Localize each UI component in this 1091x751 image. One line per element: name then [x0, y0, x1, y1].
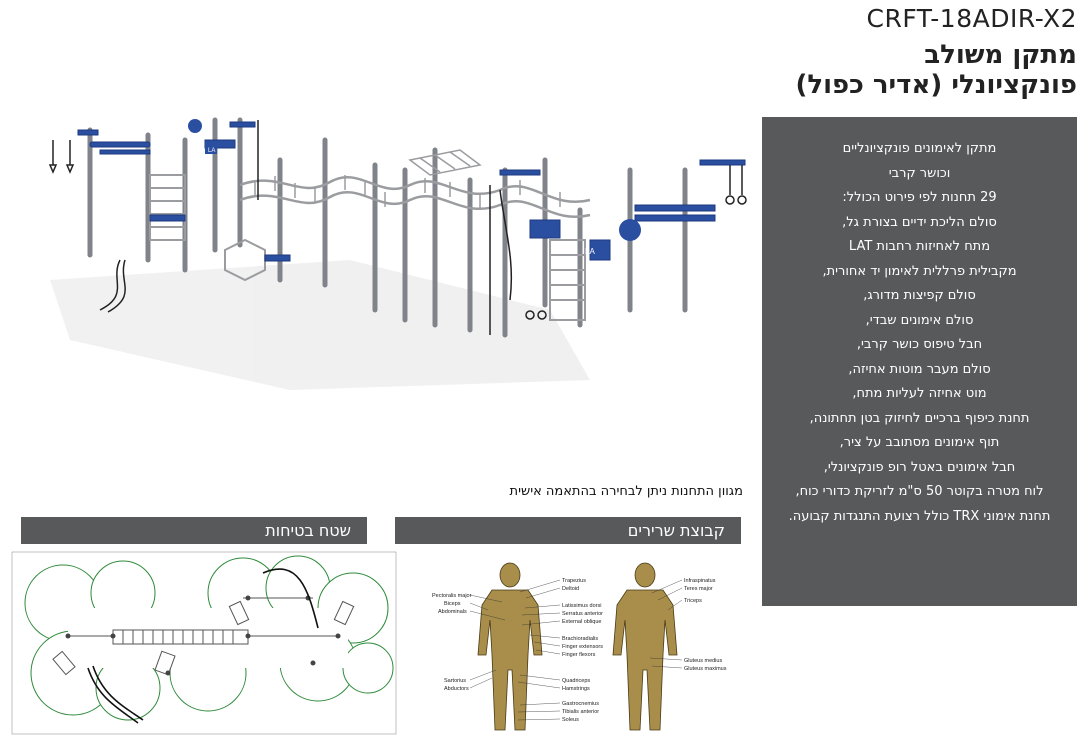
spec-line: סולם אימונים שבדי, [865, 312, 974, 328]
spec-line: תוף אימונים מסתובב על ציר, [839, 435, 1000, 450]
spec-line: חבל טיפוס כושר קרבי, [856, 337, 983, 352]
front-body [477, 562, 543, 731]
muscle-label: Hamstrings [562, 686, 590, 692]
spec-line: מתקן לאימונים פונקציונליים [842, 141, 997, 156]
spec-line: תחנת כיפוף ברכיים לחיזוק בטן תחתונה, [809, 410, 1030, 426]
muscle-label: Infraspinatus [684, 578, 716, 584]
muscle-label: Soleus [562, 717, 579, 723]
spec-line: תחנת אימוני TRX כולל רצועת התנגדות קבועה… [788, 508, 1051, 524]
back-body [612, 562, 678, 731]
muscle-groups-heading: קבוצת שרירים [395, 517, 741, 544]
safety-plan-drawing [11, 551, 397, 735]
muscle-label: Teres major [684, 586, 713, 592]
station-sign-label: LA [585, 247, 595, 256]
station-sign-label: LA [208, 148, 215, 154]
muscle-label: Gluteus medius [684, 658, 722, 664]
muscle-label: Latissimus dorsi [562, 603, 601, 609]
muscle-label: Brachioradialis [562, 636, 598, 642]
muscle-label: Serratus anterior [562, 611, 603, 617]
product-image: LA LA [30, 110, 760, 400]
customization-note: מגוון התחנות ניתן לבחירה בהתאמה אישית [509, 484, 743, 499]
spec-line: סולם קפיצות מדורג, [863, 288, 976, 303]
muscle-label: Pectoralis major [432, 593, 472, 599]
muscle-label: Gluteus maximus [684, 666, 727, 672]
muscle-label: Abductors [444, 686, 469, 692]
safety-area-heading: שטח בטיחות [21, 517, 367, 544]
muscle-label: Trapezius [562, 578, 586, 584]
muscle-label: Tibialis anterior [562, 709, 599, 715]
muscle-label: Finger extensors [562, 644, 603, 650]
anatomy-figures: Trapezius Deltoid Pectoralis major Bicep… [432, 562, 727, 731]
spec-line: מקבילית פרללית לאימון יד אחורית, [822, 263, 1017, 279]
spec-line: לוח מטרה בקוטר 50 ס"מ לזריקת כדורי כוח, [795, 484, 1044, 499]
muscle-label: Abdominals [438, 609, 467, 615]
spec-line: מוט אחיזה לעליות מתח, [852, 386, 987, 401]
spec-line: וכושר קרבי [888, 165, 951, 181]
product-code: CRFT-18ADIR-X2 [866, 4, 1077, 33]
spec-line: סולם מעבר מוטות אחיזה, [848, 361, 991, 377]
spec-line: מתח לאחיזות רחבות LAT [848, 239, 991, 254]
spec-line: חבל אימונים באטל רופ פונקציונלי, [823, 459, 1016, 475]
muscle-anatomy: Trapezius Deltoid Pectoralis major Bicep… [430, 560, 740, 740]
specs-panel: מתקן לאימונים פונקציונליים וכושר קרבי 29… [762, 117, 1077, 606]
product-subtitle: פונקציונלי (אדיר כפול) [795, 70, 1077, 100]
muscle-label: Finger flexors [562, 652, 596, 658]
safety-area-plan [8, 548, 400, 738]
muscle-label: Triceps [684, 598, 702, 604]
spec-line: סולם הליכת ידיים בצורת גל, [842, 214, 997, 230]
product-illustration: LA LA [48, 117, 747, 390]
muscle-label: Quadriceps [562, 678, 590, 684]
muscle-label: Biceps [444, 601, 461, 607]
product-title: מתקן משולב [924, 40, 1077, 70]
muscle-label: Sartorius [444, 678, 466, 684]
spec-line: 29 תחנות לפי פירוט הכולל: [842, 190, 997, 205]
muscle-label: Deltoid [562, 586, 579, 592]
muscle-label: Gastrocnemius [562, 701, 599, 707]
muscle-label: External oblique [562, 619, 601, 625]
